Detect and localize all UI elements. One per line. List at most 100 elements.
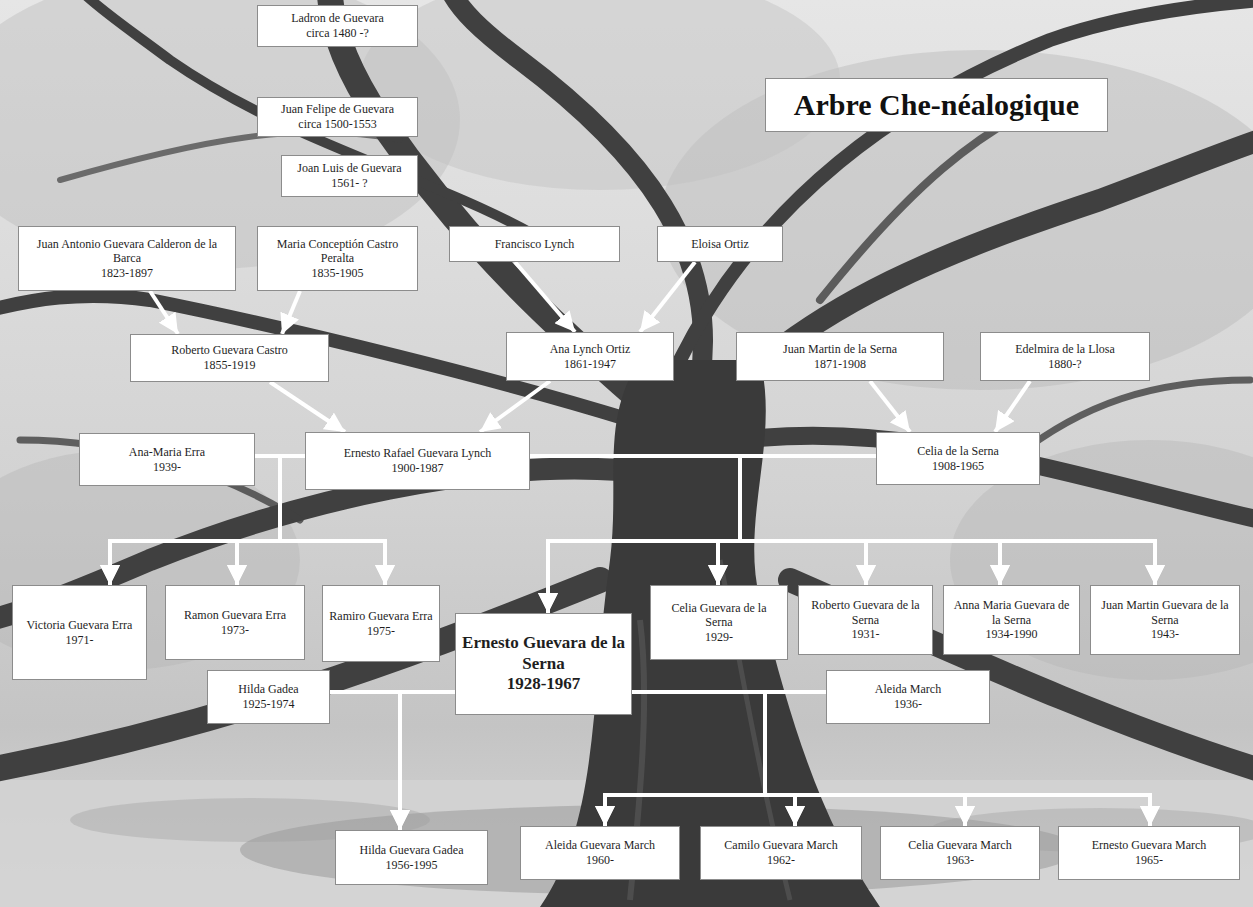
person-box: Ramiro Guevara Erra1975-: [322, 585, 440, 662]
person-box: Celia de la Serna1908-1965: [876, 432, 1040, 485]
person-box: Ernesto Guevara March1965-: [1058, 826, 1240, 880]
person-box: Joan Luis de Guevara1561- ?: [281, 155, 418, 197]
branch: [0, 580, 600, 770]
person-name: Ladron de Guevara: [291, 11, 384, 26]
person-name: Ramiro Guevara Erra: [329, 609, 432, 624]
life-dates: 1960-: [586, 853, 614, 868]
branch: [720, 140, 1253, 400]
life-dates: 1861-1947: [564, 357, 616, 372]
person-box: Ana Lynch Ortiz1861-1947: [506, 332, 674, 381]
person-box: Celia Guevara March1963-: [880, 826, 1040, 880]
person-box: Juan Martin Guevara de la Serna1943-: [1090, 585, 1240, 655]
person-box: Roberto Guevara de la Serna1931-: [798, 585, 933, 655]
descent-arrow: [530, 456, 740, 585]
person-name: Hilda Guevara Gadea: [360, 843, 464, 858]
person-name: Camilo Guevara March: [724, 838, 837, 853]
person-box: Juan Martin de la Serna1871-1908: [736, 332, 944, 381]
person-box: Edelmira de la Llosa1880-?: [980, 332, 1150, 381]
title-text: Arbre Che-néalogique: [794, 88, 1079, 122]
descent-arrow: [282, 291, 300, 334]
person-box: Anna Maria Guevara de la Serna1934-1990: [943, 585, 1080, 655]
descent-arrow: [530, 456, 866, 585]
life-dates: 1963-: [946, 853, 974, 868]
person-box: Celia Guevara de la Serna1929-: [650, 585, 788, 660]
person-box: Juan Antonio Guevara Calderon de la Barc…: [18, 226, 236, 291]
person-box: Ernesto Guevara de la Serna1928-1967: [455, 613, 632, 715]
person-box: Maria Conceptión Castro Peralta1835-1905: [257, 226, 418, 291]
descent-arrow: [605, 692, 826, 826]
person-name: Celia Guevara March: [908, 838, 1011, 853]
descent-arrow: [632, 692, 795, 826]
life-dates: 1871-1908: [814, 357, 866, 372]
branch: [680, 0, 1253, 360]
descent-arrow: [480, 381, 550, 432]
life-dates: 1943-: [1151, 627, 1179, 642]
person-box: Ana-Maria Erra1939-: [79, 433, 255, 486]
person-name: Anna Maria Guevara de la Serna: [950, 598, 1073, 627]
person-name: Juan Felipe de Guevara: [281, 102, 394, 117]
person-name: Juan Antonio Guevara Calderon de la Barc…: [25, 237, 229, 266]
person-box: Hilda Guevara Gadea1956-1995: [335, 830, 488, 885]
descent-arrow: [150, 291, 178, 334]
life-dates: circa 1500-1553: [298, 117, 376, 132]
descent-arrow: [270, 382, 345, 432]
life-dates: 1939-: [153, 460, 181, 475]
life-dates: 1929-: [705, 630, 733, 645]
life-dates: 1855-1919: [204, 358, 256, 373]
life-dates: 1925-1974: [243, 697, 295, 712]
descent-arrow: [330, 692, 400, 830]
life-dates: 1908-1965: [932, 459, 984, 474]
person-name: Joan Luis de Guevara: [297, 161, 401, 176]
person-box: Roberto Guevara Castro1855-1919: [130, 334, 329, 382]
person-box: Ernesto Rafael Guevara Lynch1900-1987: [305, 432, 530, 490]
person-name: Ana Lynch Ortiz: [550, 342, 631, 357]
person-box: Hilda Gadea1925-1974: [207, 670, 330, 724]
branch: [80, 0, 560, 250]
person-box: Aleida March1936-: [826, 670, 990, 724]
person-name: Francisco Lynch: [495, 237, 575, 252]
branch: [790, 580, 1253, 770]
life-dates: 1823-1897: [101, 266, 153, 281]
life-dates: 1956-1995: [386, 858, 438, 873]
person-name: Juan Martin de la Serna: [783, 342, 897, 357]
life-dates: 1962-: [767, 853, 795, 868]
person-box: Victoria Guevara Erra1971-: [12, 585, 147, 680]
life-dates: 1934-1990: [986, 627, 1038, 642]
person-box: Juan Felipe de Guevaracirca 1500-1553: [257, 97, 418, 137]
descent-arrow: [995, 381, 1030, 432]
person-name: Victoria Guevara Erra: [27, 618, 133, 633]
person-name: Hilda Gadea: [238, 682, 298, 697]
person-name: Ramon Guevara Erra: [184, 608, 286, 623]
person-box: Ramon Guevara Erra1973-: [165, 585, 305, 660]
person-name: Juan Martin Guevara de la Serna: [1097, 598, 1233, 627]
life-dates: 1965-: [1135, 853, 1163, 868]
person-box: Ladron de Guevaracirca 1480 -?: [257, 5, 418, 47]
life-dates: 1561- ?: [331, 176, 367, 191]
life-dates: 1931-: [852, 627, 880, 642]
person-name: Celia Guevara de la Serna: [657, 601, 781, 630]
person-box: Aleida Guevara March1960-: [520, 826, 680, 880]
branch: [450, 0, 703, 380]
person-name: Aleida March: [875, 682, 941, 697]
descent-arrow: [515, 262, 575, 332]
descent-arrow: [870, 381, 910, 432]
descent-arrow: [765, 692, 826, 826]
person-name: Maria Conceptión Castro Peralta: [264, 237, 411, 266]
person-name: Edelmira de la Llosa: [1015, 342, 1115, 357]
descent-arrow: [400, 692, 455, 830]
life-dates: 1973-: [221, 623, 249, 638]
life-dates: circa 1480 -?: [306, 26, 369, 41]
tree-title: Arbre Che-néalogique: [765, 78, 1108, 132]
branches: [0, 0, 1253, 770]
life-dates: 1928-1967: [507, 674, 581, 694]
person-name: Roberto Guevara Castro: [171, 343, 288, 358]
descent-arrow: [530, 456, 1155, 585]
life-dates: 1900-1987: [392, 461, 444, 476]
person-name: Ernesto Guevara de la Serna: [462, 633, 625, 674]
life-dates: 1835-1905: [312, 266, 364, 281]
descent-arrow: [640, 262, 695, 332]
life-dates: 1971-: [66, 633, 94, 648]
person-name: Ernesto Rafael Guevara Lynch: [344, 446, 492, 461]
person-name: Aleida Guevara March: [545, 838, 655, 853]
